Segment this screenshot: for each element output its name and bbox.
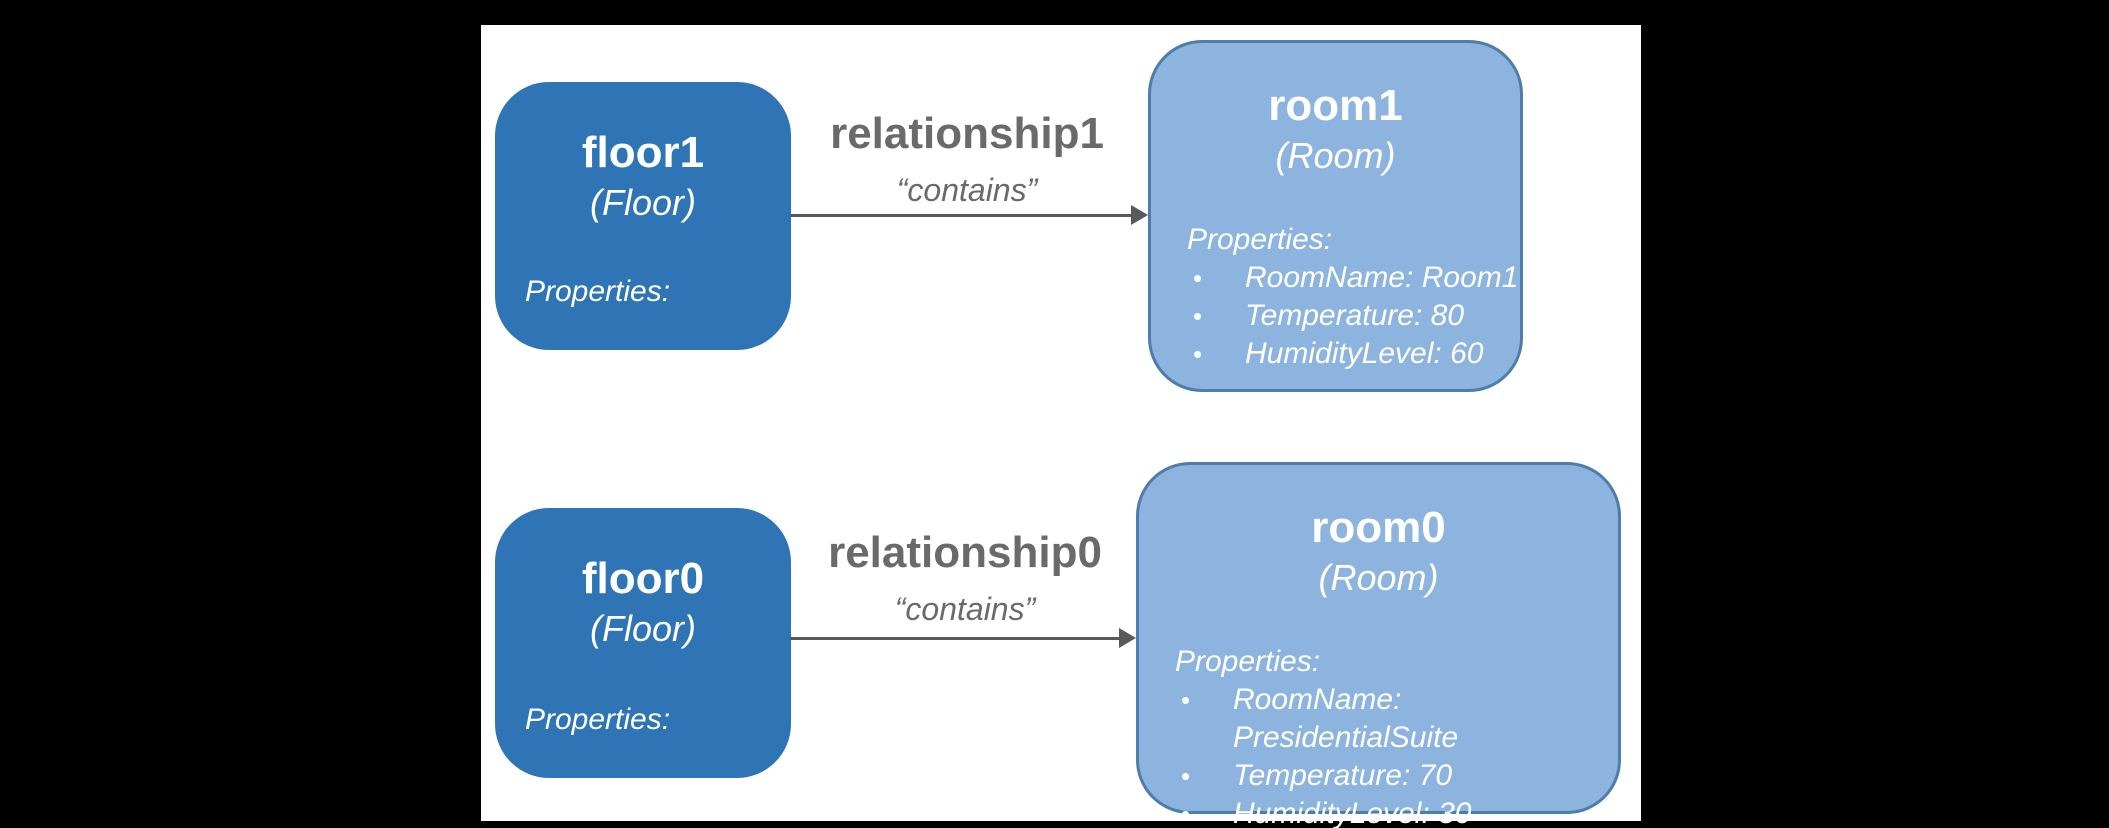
twin-node-room1: room1 (Room) Properties: • RoomName: Roo… <box>1148 40 1523 392</box>
bullet-icon: • <box>1181 799 1191 828</box>
relationship-name: relationship1 <box>830 109 1104 158</box>
property-text: Temperature: 80 <box>1245 299 1465 332</box>
properties-list: • RoomName: Room1 • Temperature: 80 • Hu… <box>1187 259 1520 373</box>
node-model: (Room) <box>1318 557 1439 598</box>
arrow-head-icon <box>1119 628 1136 648</box>
property-item: • Temperature: 80 <box>1187 297 1520 335</box>
property-item: • HumidityLevel: 30 <box>1175 795 1618 828</box>
property-item: • HumidityLevel: 60 <box>1187 335 1520 373</box>
diagram-canvas: floor1 (Floor) Properties: relationship1… <box>481 25 1641 828</box>
relationship-tag: “contains” <box>894 591 1036 627</box>
twin-node-room0: room0 (Room) Properties: • RoomName: Pre… <box>1136 462 1621 828</box>
bullet-icon: • <box>1193 339 1203 369</box>
node-title: room0 <box>1311 503 1446 552</box>
properties-label: Properties: <box>1187 223 1333 256</box>
bullet-icon: • <box>1193 301 1203 331</box>
node-title: floor1 <box>581 128 705 177</box>
property-text: Temperature: 70 <box>1233 759 1453 792</box>
properties-label: Properties: <box>1175 645 1321 678</box>
arrow-head-icon <box>1131 205 1148 225</box>
properties-block: Properties: • RoomName: PresidentialSuit… <box>1139 643 1618 828</box>
node-model: (Room) <box>1275 135 1396 176</box>
relationship-arrow-1 <box>790 205 1148 225</box>
properties-list: • RoomName: PresidentialSuite • Temperat… <box>1175 681 1618 828</box>
property-text: RoomName: Room1 <box>1245 261 1519 294</box>
twin-node-floor1: floor1 (Floor) Properties: <box>495 82 791 350</box>
bullet-icon: • <box>1181 761 1191 791</box>
property-text: HumidityLevel: 30 <box>1233 797 1472 828</box>
twin-node-floor0: floor0 (Floor) Properties: <box>495 508 791 778</box>
properties-label: Properties: <box>525 703 671 736</box>
relationship-label-1: relationship1 “contains” <box>791 109 1143 209</box>
property-item: • RoomName: PresidentialSuite <box>1175 681 1618 757</box>
node-model: (Floor) <box>590 608 696 649</box>
bullet-icon: • <box>1193 263 1203 293</box>
arrow-line <box>790 213 1131 217</box>
relationship-arrow-0 <box>790 628 1136 648</box>
properties-label: Properties: <box>525 275 671 308</box>
node-title: floor0 <box>581 554 705 603</box>
node-title: room1 <box>1268 81 1403 130</box>
property-item: • RoomName: Room1 <box>1187 259 1520 297</box>
properties-block: Properties: • RoomName: Room1 • Temperat… <box>1151 221 1520 373</box>
relationship-name: relationship0 <box>828 528 1102 577</box>
arrow-line <box>790 636 1119 640</box>
property-text: RoomName: PresidentialSuite <box>1233 683 1459 754</box>
relationship-tag: “contains” <box>896 172 1038 208</box>
node-model: (Floor) <box>590 182 696 223</box>
property-text: HumidityLevel: 60 <box>1245 337 1484 370</box>
bullet-icon: • <box>1181 685 1191 715</box>
relationship-label-0: relationship0 “contains” <box>789 528 1141 628</box>
property-item: • Temperature: 70 <box>1175 757 1618 795</box>
